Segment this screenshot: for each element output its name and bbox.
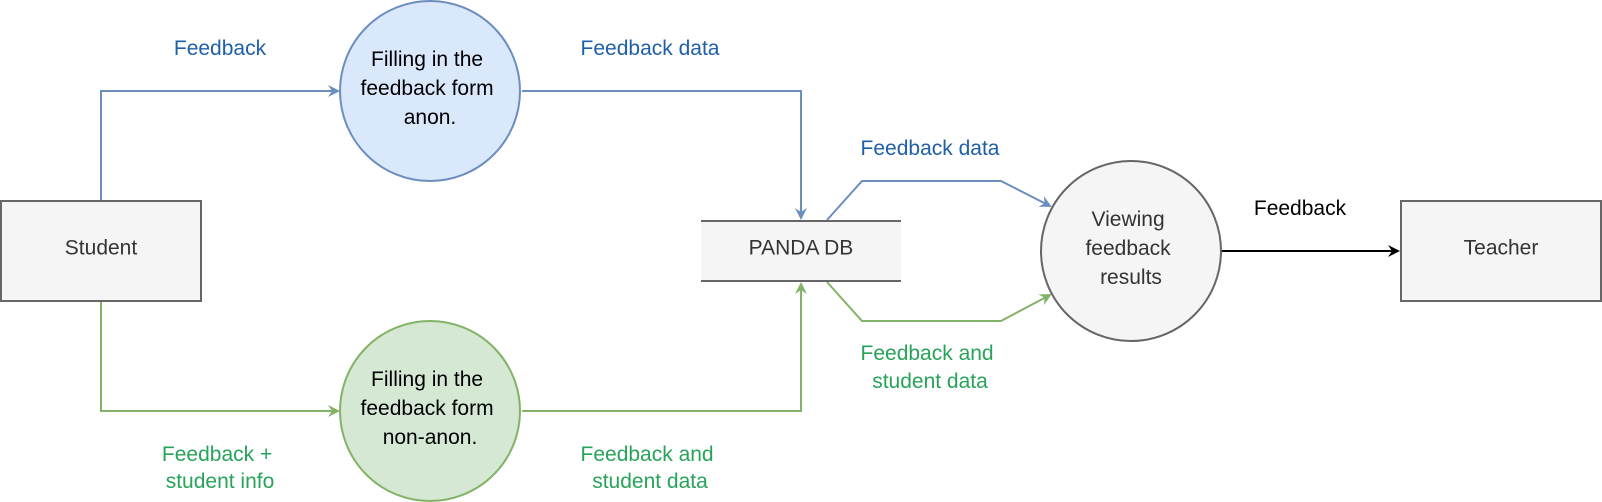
edge-label-feedback-anon: Feedback: [174, 37, 267, 60]
teacher-node: Teacher: [1400, 200, 1602, 302]
edge-label-feedback-to-teacher: Feedback: [1254, 197, 1347, 220]
edge-label-feedback-student-info: Feedback + student info: [162, 443, 278, 493]
anon-form-label: Filling in the feedback form anon.: [361, 48, 500, 129]
edge-label-feedback-student-data-to-viewing: Feedback and student data: [861, 342, 1000, 393]
nonanon-form-label: Filling in the feedback form non-anon.: [361, 368, 500, 449]
panda-db-label: PANDA DB: [749, 237, 854, 260]
teacher-label: Teacher: [1464, 237, 1539, 260]
edge-db-to-viewing-nonanon: [826, 281, 1052, 322]
edge-anon-form-to-db: [522, 90, 807, 220]
edge-label-feedback-data-to-db: Feedback data: [581, 37, 720, 60]
student-label: Student: [65, 237, 138, 260]
panda-db-store: PANDA DB: [701, 220, 901, 282]
process-viewing-results: Viewing feedback results: [1040, 160, 1222, 342]
process-anon-form: Filling in the feedback form anon.: [339, 0, 521, 182]
process-nonanon-form: Filling in the feedback form non-anon.: [339, 320, 521, 502]
edge-student-to-nonanon-form: [100, 302, 340, 417]
edge-label-feedback-student-data-to-db: Feedback and student data: [581, 443, 720, 493]
student-node: Student: [0, 200, 202, 302]
edge-db-to-viewing-anon: [826, 180, 1052, 221]
edge-nonanon-form-to-db: [522, 282, 807, 412]
edge-student-to-anon-form: [100, 85, 340, 200]
edge-label-feedback-data-to-viewing: Feedback data: [861, 137, 1000, 160]
viewing-results-label: Viewing feedback results: [1085, 208, 1176, 289]
